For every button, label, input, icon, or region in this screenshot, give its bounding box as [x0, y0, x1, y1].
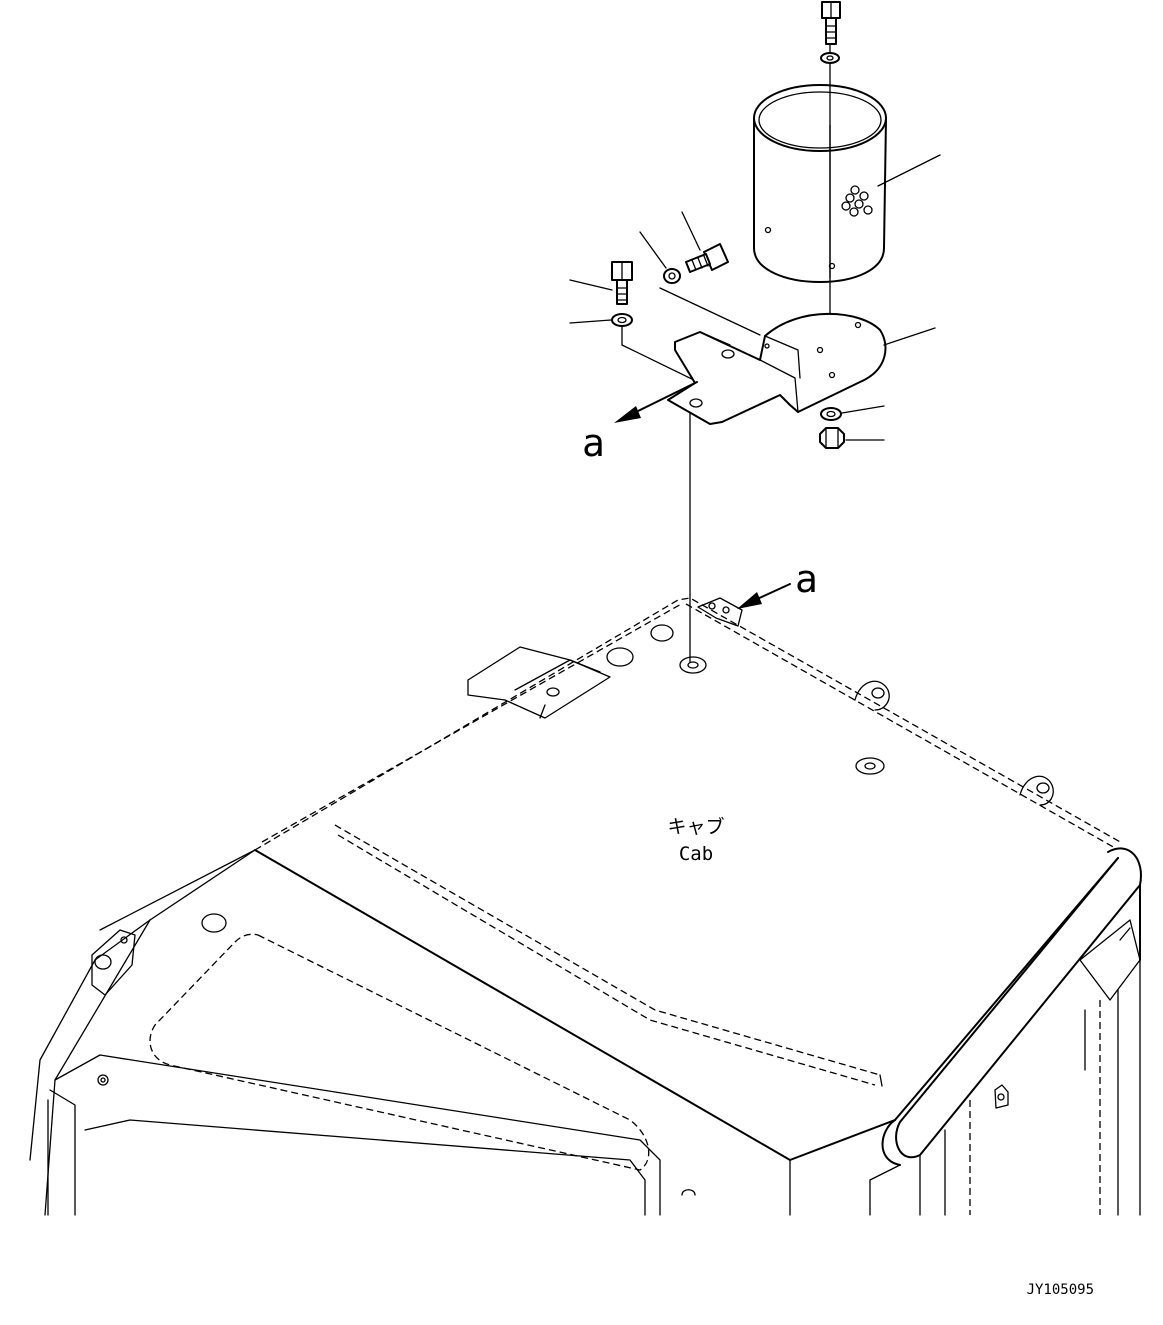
cab-label-jp: キャブ — [667, 815, 724, 838]
view-marker-bottom: a — [795, 557, 818, 601]
cab-label-en: Cab — [679, 843, 713, 865]
view-marker-top: a — [582, 421, 605, 465]
vent-holes — [841, 185, 873, 217]
cylindrical-beacon-cover — [753, 84, 941, 283]
cab-roof — [29, 597, 1142, 1216]
view-arrow-top — [614, 381, 698, 423]
washer-icon — [569, 313, 633, 327]
washer-icon — [639, 231, 681, 284]
bolt-icon — [681, 211, 729, 273]
drawing-id: JY105095 — [1027, 1282, 1094, 1298]
view-arrow-bottom — [737, 583, 791, 609]
bolt-icon — [821, 1, 841, 45]
nut-icon — [819, 427, 885, 449]
mounting-bracket — [667, 312, 936, 425]
washer-icon — [820, 52, 840, 64]
bolt-icon — [569, 261, 633, 305]
washer-icon — [820, 405, 885, 421]
